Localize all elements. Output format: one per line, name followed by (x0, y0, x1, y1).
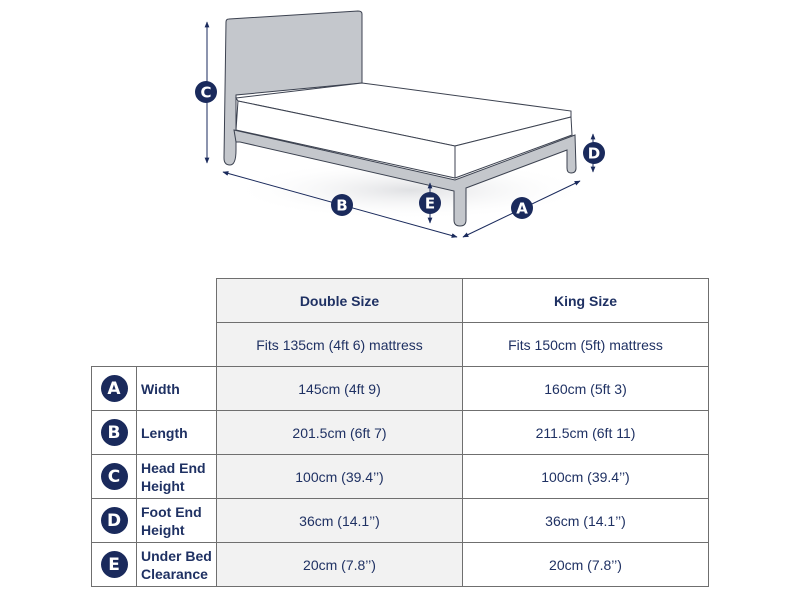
row-label: Length (136, 410, 217, 455)
column-header-double: Double Size (216, 278, 463, 323)
empty-corner-cell (91, 278, 217, 367)
table-row: B Length 201.5cm (6ft 7) 211.5cm (6ft 11… (91, 410, 709, 455)
double-value: 145cm (4ft 9) (216, 366, 463, 411)
row-label: Width (136, 366, 217, 411)
row-label: Head End Height (136, 454, 217, 499)
king-value: 100cm (39.4’’) (462, 454, 709, 499)
badge-a-icon: A (100, 375, 128, 402)
fits-king: Fits 150cm (5ft) mattress (462, 322, 709, 367)
king-value: 211.5cm (6ft 11) (462, 410, 709, 455)
king-value: 20cm (7.8’’) (462, 542, 709, 587)
badge-c: C (195, 81, 217, 103)
badge-e: E (419, 192, 441, 214)
headboard (223, 10, 363, 166)
bed-dimension-diagram: C B E A D (195, 10, 605, 238)
badge-d: D (583, 142, 605, 164)
double-value: 36cm (14.1’’) (216, 498, 463, 543)
table-header-row: Double Size King Size (91, 278, 709, 367)
table-row: A Width 145cm (4ft 9) 160cm (5ft 3) (91, 366, 709, 411)
double-value: 100cm (39.4’’) (216, 454, 463, 499)
king-value: 160cm (5ft 3) (462, 366, 709, 411)
row-label: Foot End Height (136, 498, 217, 543)
mattress-end (454, 116, 573, 179)
row-label: Under Bed Clearance (136, 542, 217, 587)
badge-d-icon: D (100, 507, 128, 534)
badge-b-icon: B (100, 419, 128, 446)
table-fits-row: Fits 135cm (4ft 6) mattress Fits 150cm (… (92, 322, 709, 367)
badge-b: B (331, 194, 353, 216)
badge-a: A (511, 197, 533, 219)
svg-text:B: B (336, 197, 347, 215)
svg-text:C: C (200, 84, 211, 102)
badge-e-icon: E (100, 551, 128, 578)
dimensions-table: Double Size King Size Fits 135cm (4ft 6)… (91, 278, 709, 587)
table-row: C Head End Height 100cm (39.4’’) 100cm (… (91, 454, 709, 499)
svg-text:D: D (588, 145, 600, 163)
badge-c-icon: C (100, 463, 128, 490)
table-row: D Foot End Height 36cm (14.1’’) 36cm (14… (91, 498, 709, 543)
floor-shadow (230, 160, 590, 220)
double-value: 20cm (7.8’’) (216, 542, 463, 587)
column-header-king: King Size (462, 278, 709, 323)
svg-text:E: E (425, 195, 435, 213)
table-row: E Under Bed Clearance 20cm (7.8’’) 20cm … (91, 542, 709, 587)
svg-text:A: A (516, 200, 528, 218)
fits-double: Fits 135cm (4ft 6) mattress (216, 322, 463, 367)
double-value: 201.5cm (6ft 7) (216, 410, 463, 455)
king-value: 36cm (14.1’’) (462, 498, 709, 543)
